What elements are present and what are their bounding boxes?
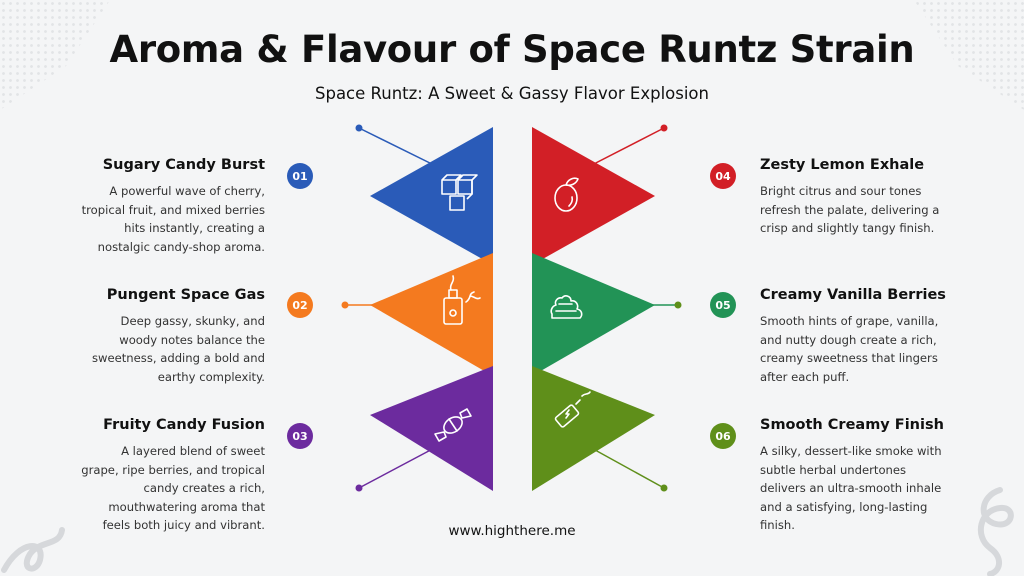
gas-can-icon — [443, 275, 481, 325]
item-description: A layered blend of sweet grape, ripe ber… — [81, 444, 265, 532]
badge-01 — [287, 163, 313, 189]
flavour-item-06: Smooth Creamy Finish A silky, dessert-li… — [760, 417, 946, 535]
item-description: Bright citrus and sour tones refresh the… — [760, 184, 940, 235]
connector-04 — [585, 127, 665, 169]
item-heading: Creamy Vanilla Berries — [760, 287, 946, 303]
badge-number-02: 02 — [292, 299, 307, 312]
swirl-left-decoration — [1, 527, 65, 573]
triangle-05 — [532, 253, 655, 376]
flavour-item-05: Creamy Vanilla Berries Smooth hints of g… — [760, 287, 946, 386]
item-heading: Fruity Candy Fusion — [103, 417, 265, 433]
item-description: Smooth hints of grape, vanilla, and nutt… — [760, 314, 939, 384]
badge-number-06: 06 — [715, 430, 731, 443]
item-description: A powerful wave of cherry, tropical frui… — [81, 184, 265, 254]
badge-04 — [710, 163, 736, 189]
badge-number-01: 01 — [292, 170, 307, 183]
triangle-03 — [370, 366, 493, 491]
vape-pen-icon — [554, 391, 591, 428]
sugar-cubes-icon — [441, 174, 478, 211]
connector-dot-04 — [660, 124, 668, 132]
website-footer: www.highthere.me — [448, 523, 576, 539]
item-heading: Sugary Candy Burst — [102, 157, 265, 173]
connector-dot-03 — [355, 484, 363, 492]
page-title: Aroma & Flavour of Space Runtz Strain — [109, 28, 915, 71]
badge-number-03: 03 — [292, 430, 307, 443]
item-description: Deep gassy, skunky, and woody notes bala… — [91, 314, 265, 384]
triangle-02 — [370, 253, 493, 376]
badge-number-04: 04 — [715, 170, 731, 183]
triangle-04 — [532, 127, 655, 265]
item-heading: Smooth Creamy Finish — [760, 417, 944, 433]
wrapped-candy-icon — [434, 408, 472, 442]
flavour-item-02: Pungent Space Gas Deep gassy, skunky, an… — [79, 287, 265, 386]
whipped-cream-icon — [550, 295, 583, 319]
connector-dot-06 — [660, 484, 668, 492]
badge-number-05: 05 — [715, 299, 730, 312]
item-heading: Pungent Space Gas — [106, 287, 265, 303]
triangle-06 — [532, 366, 655, 491]
swirl-right-decoration — [978, 487, 1014, 576]
flavour-item-04: Zesty Lemon Exhale Bright citrus and sou… — [760, 157, 946, 238]
connector-06 — [585, 444, 665, 489]
flavour-item-01: Sugary Candy Burst A powerful wave of ch… — [79, 157, 265, 256]
flavour-item-03: Fruity Candy Fusion A layered blend of s… — [79, 417, 265, 535]
item-heading: Zesty Lemon Exhale — [760, 157, 925, 173]
badge-03 — [287, 423, 313, 449]
connector-dot-02 — [341, 301, 349, 309]
badge-05 — [710, 292, 736, 318]
connector-01 — [358, 127, 441, 169]
connector-03 — [358, 444, 441, 489]
connector-dot-01 — [355, 124, 363, 132]
page-subtitle: Space Runtz: A Sweet & Gassy Flavor Expl… — [315, 84, 709, 103]
badge-06 — [710, 423, 736, 449]
connector-dot-05 — [674, 301, 682, 309]
triangle-01 — [370, 127, 493, 265]
lemon-icon — [554, 177, 579, 212]
badge-02 — [287, 292, 313, 318]
item-description: A silky, dessert-like smoke with subtle … — [760, 444, 942, 532]
